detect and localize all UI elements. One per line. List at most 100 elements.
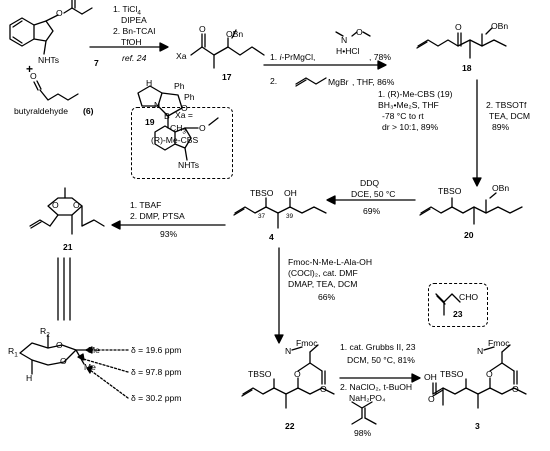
nmr-h1: H	[26, 373, 33, 383]
xa-o: O	[199, 123, 206, 133]
xa-nhts: NHTs	[178, 160, 200, 170]
step3-line1: 1. (R)-Me-CBS (19)	[378, 89, 453, 99]
compound-3-o-ester: O	[486, 369, 493, 379]
compound-21-o1: O	[52, 200, 59, 210]
step6-line1: Fmoc-N-Me-L-Ala-OH	[288, 257, 373, 267]
compound-20-number: 20	[464, 230, 474, 240]
compound-22-o-ester: O	[294, 369, 301, 379]
nmr-o1: O	[56, 340, 63, 350]
step1-line3: 2. Bn-TCAI	[113, 26, 156, 36]
xa-definition-box	[131, 107, 233, 179]
compound-21-number: 21	[63, 242, 73, 252]
methylbutene-structure	[351, 401, 377, 425]
compound-3-structure	[432, 344, 527, 409]
butyraldehyde-name: butyraldehyde	[14, 106, 68, 116]
xa-label: Xa =	[175, 110, 193, 120]
step7-line4: NaH₂PO₄	[349, 393, 386, 403]
compound-4-oh: OH	[284, 188, 297, 198]
compound-7-o-label: O	[56, 8, 63, 18]
compound-7-structure	[9, 0, 93, 55]
compound-17-number: 17	[222, 72, 232, 82]
compound-20-obn: OBn	[492, 183, 510, 193]
compound-22-o-carbonyl: O	[320, 384, 327, 394]
step2-yield1: , 78%	[369, 52, 391, 62]
compound-18-number: 18	[462, 63, 472, 73]
compound-17-xa: Xa	[176, 51, 187, 61]
step3b-line2: TEA, DCM	[489, 111, 531, 121]
compound-22-number: 22	[285, 421, 295, 431]
methacrolein-cho: CHO	[459, 292, 479, 302]
step7-yield: 98%	[354, 428, 372, 438]
cbs-catalyst-structure	[137, 85, 183, 129]
compound-3-oh: OH	[424, 372, 437, 382]
step2-line2-rest: , THF, 86%	[352, 77, 395, 87]
compound-4-otbs: TBSO	[250, 188, 274, 198]
cbs-n: N	[154, 100, 161, 110]
compound-4-pos37: 37	[258, 213, 266, 220]
step5-line1: 1. TBAF	[130, 200, 162, 210]
step4-line2: DCE, 50 °C	[351, 189, 396, 199]
compound-3-number: 3	[475, 421, 480, 431]
step1-line4: TfOH	[121, 37, 142, 47]
compound-22-structure	[241, 344, 335, 409]
cbs-o: O	[181, 103, 188, 113]
compound-18-o-label: O	[455, 22, 462, 32]
step5-yield: 93%	[160, 229, 178, 239]
step3-line3: -78 °C to rt	[382, 111, 424, 121]
nmr-me1: Me	[88, 345, 100, 355]
step1-ref: ref. 24	[122, 53, 147, 63]
step1-line1: 1. TiCl4	[113, 4, 141, 17]
nmr-r1: R1	[8, 346, 18, 359]
compound-3-o-acid: O	[428, 394, 435, 404]
compound-22-otbs: TBSO	[248, 369, 272, 379]
compound-4-structure	[233, 197, 327, 229]
compound-17-o-label: O	[199, 24, 206, 34]
step2-line2-prefix: 2.	[270, 76, 278, 86]
step2-mgbr: MgBr	[328, 77, 349, 87]
methacrolein-number: 23	[453, 309, 463, 319]
cbs-ph2: Ph	[184, 92, 195, 102]
xa-indanyl-structure	[154, 117, 219, 161]
step7-line1: 1. cat. Grubbs II, 23	[340, 342, 416, 352]
step6-line2: (COCl)₂, cat. DMF	[288, 268, 358, 278]
nmr-delta3: δ = 30.2 ppm	[131, 393, 182, 403]
weinreb-o: O	[356, 27, 363, 37]
compound-22-fmoc: Fmoc	[296, 338, 318, 348]
nmr-o2: O	[60, 356, 67, 366]
cbs-ch3: CH3	[170, 123, 186, 136]
allylmgbr-structure	[295, 77, 327, 87]
acetonide-chair-structure	[19, 334, 89, 375]
step7-line3: 2. NaClO₂, t-BuOH	[340, 382, 413, 392]
compound-22-n: N	[285, 346, 292, 356]
step6-yield: 66%	[318, 292, 336, 302]
step3b-line3: 89%	[492, 122, 510, 132]
cbs-label: (R)-Me-CBS	[151, 135, 199, 145]
step1-line2: DIPEA	[121, 15, 147, 25]
nmr-me2: Me	[84, 362, 96, 372]
step6-line3: DMAP, TEA, DCM	[288, 279, 358, 289]
cbs-b: B	[164, 111, 170, 121]
compound-20-otbs: TBSO	[438, 186, 462, 196]
butyraldehyde-o-label: O	[30, 71, 37, 81]
compound-3-n: N	[477, 346, 484, 356]
step2-line1: 1. i-PrMgCl,	[270, 52, 316, 62]
compound-18-structure	[416, 27, 507, 59]
weinreb-amine-structure	[335, 31, 371, 37]
compound-4-number: 4	[269, 232, 274, 242]
step3-line2: BH₃•Me₂S, THF	[378, 100, 439, 110]
compound-21-o2: O	[73, 200, 80, 210]
compound-3-otbs: TBSO	[440, 369, 464, 379]
compound-7-plus: +	[26, 62, 34, 76]
compound-20-structure	[419, 192, 523, 225]
weinreb-hcl: H•HCl	[336, 46, 360, 56]
compound-4-pos39: 39	[286, 213, 294, 220]
compound-7-nhts-label: NHTs	[38, 55, 60, 65]
compound-21-structure	[29, 187, 105, 235]
compound-3-fmoc: Fmoc	[488, 338, 510, 348]
step5-line2: 2. DMP, PTSA	[130, 211, 185, 221]
step4-line1: DDQ	[360, 178, 380, 188]
methacrolein-structure	[435, 293, 461, 316]
compound-3-o-carbonyl: O	[512, 384, 519, 394]
nmr-delta1: δ = 19.6 ppm	[131, 345, 182, 355]
